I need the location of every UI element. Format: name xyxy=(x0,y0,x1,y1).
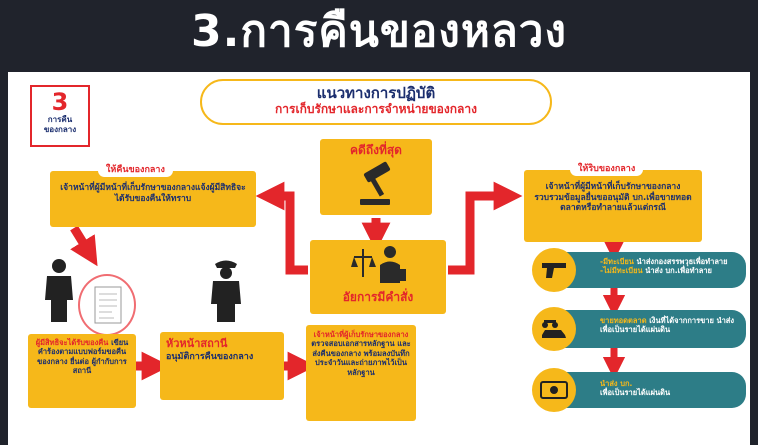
station-chief-icon xyxy=(211,260,241,322)
arrow-to-right-branch xyxy=(448,181,523,275)
gun-icon xyxy=(542,263,566,278)
claimant-request-box: ผู้มีสิทธิจะได้รับของคืน เขียนคำร้องตามแ… xyxy=(28,334,136,408)
gun-icon-circle xyxy=(532,248,576,292)
station-chief-heading: หัวหน้าสถานี xyxy=(166,337,228,350)
header-subtitle: การเก็บรักษาและการจำหน่ายของกลาง xyxy=(275,102,477,116)
final-judgment-box: คดีถึงที่สุด xyxy=(320,139,432,215)
option-weapons-body: นำส่งกองสรรพวุธเพื่อทำลาย xyxy=(636,257,728,266)
flow-arrows xyxy=(70,181,626,381)
option-row-revenue: นำส่ง บก. เพื่อเป็นรายได้แผ่นดิน xyxy=(556,372,746,408)
evidence-officer-text: เจ้าหน้าที่ผู้เก็บรักษาของกลาง ตรวจสอบเอ… xyxy=(311,330,411,377)
arrow-to-left-branch xyxy=(255,181,308,275)
corner-badge-line2: ของกลาง xyxy=(43,124,77,134)
corner-badge-number: 3 xyxy=(51,88,69,116)
return-evidence-heading: ให้คืนของกลาง xyxy=(98,164,173,177)
option-auction-body: เงินที่ได้จากการขาย นำส่งเพื่อเป็นรายได้… xyxy=(600,316,735,335)
option-revenue-highlight: นำส่ง บก. xyxy=(600,379,633,388)
option-auction-text: ขายทอดตลาด เงินที่ได้จากการขาย นำส่งเพื่… xyxy=(600,316,742,335)
claimant-body: เขียนคำร้องตามแบบฟอร์มขอคืนของกลาง ยื่นต… xyxy=(37,338,129,376)
prosecutor-order-box: อัยการมีคำสั่ง xyxy=(310,240,446,314)
document-icon xyxy=(94,286,122,324)
confiscate-evidence-body: เจ้าหน้าที่ผู้มีหน้าที่เก็บรักษาของกลางร… xyxy=(534,182,692,214)
final-judgment-label: คดีถึงที่สุด xyxy=(350,143,402,157)
claimant-highlight: ผู้มีสิทธิจะได้รับของคืน xyxy=(35,338,109,347)
confiscate-evidence-heading: ให้ริบของกลาง xyxy=(570,163,644,176)
vehicle-icon-circle xyxy=(532,307,576,351)
return-evidence-box: ให้คืนของกลาง เจ้าหน้าที่ผู้มีหน้าที่เก็… xyxy=(50,164,256,227)
return-evidence-body: เจ้าหน้าที่ผู้มีหน้าที่เก็บรักษาของกลางแ… xyxy=(60,183,246,204)
slide-title: 3.การคืนของหลวง xyxy=(191,6,567,57)
arrow-left-down xyxy=(70,225,98,267)
claim-form-document xyxy=(78,274,136,336)
gavel-icon xyxy=(360,161,391,205)
corner-badge: 3 การคืน ของกลาง xyxy=(30,85,90,147)
evidence-officer-box: เจ้าหน้าที่ผู้เก็บรักษาของกลาง ตรวจสอบเอ… xyxy=(306,325,416,421)
station-chief-body: อนุมัติการคืนของกลาง xyxy=(166,352,254,363)
option-row-weapons: -มีทะเบียน นำส่งกองสรรพวุธเพื่อทำลาย -ไม… xyxy=(556,252,746,288)
money-icon xyxy=(540,381,568,399)
option-weapons-highlight2: -ไม่มีทะเบียน xyxy=(600,266,643,276)
option-weapons-text: -มีทะเบียน นำส่งกองสรรพวุธเพื่อทำลาย -ไม… xyxy=(600,257,742,276)
option-revenue-body: เพื่อเป็นรายได้แผ่นดิน xyxy=(600,388,671,398)
option-auction-highlight: ขายทอดตลาด xyxy=(600,316,647,325)
option-weapons-body2: นำส่ง บก.เพื่อทำลาย xyxy=(645,266,712,276)
claimant-request-text: ผู้มีสิทธิจะได้รับของคืน เขียนคำร้องตามแ… xyxy=(33,338,131,376)
corner-badge-line1: การคืน xyxy=(47,115,73,124)
money-icon-circle xyxy=(532,368,576,412)
confiscate-evidence-box: ให้ริบของกลาง เจ้าหน้าที่ผู้มีหน้าที่เก็… xyxy=(524,163,702,242)
vehicle-icon xyxy=(542,320,566,338)
evidence-officer-body: ตรวจสอบเอกสารหลักฐาน และส่งคืนของกลาง พร… xyxy=(311,339,411,377)
evidence-officer-highlight: เจ้าหน้าที่ผู้เก็บรักษาของกลาง xyxy=(313,330,409,339)
prosecutor-icon xyxy=(351,246,406,283)
station-chief-box: หัวหน้าสถานี อนุมัติการคืนของกลาง xyxy=(160,332,284,400)
option-revenue-text: นำส่ง บก. เพื่อเป็นรายได้แผ่นดิน xyxy=(600,379,742,398)
option-row-auction: ขายทอดตลาด เงินที่ได้จากการขาย นำส่งเพื่… xyxy=(556,310,746,348)
header-banner: แนวทางการปฏิบัติ การเก็บรักษาและการจำหน่… xyxy=(200,79,552,125)
claimant-person-icon xyxy=(45,259,73,322)
infographic-panel: 3 การคืน ของกลาง แนวทางการปฏิบัติ การเก็… xyxy=(8,72,750,445)
option-weapons-highlight: -มีทะเบียน xyxy=(600,257,634,266)
header-title: แนวทางการปฏิบัติ xyxy=(316,84,436,102)
prosecutor-order-label: อัยการมีคำสั่ง xyxy=(342,290,414,304)
